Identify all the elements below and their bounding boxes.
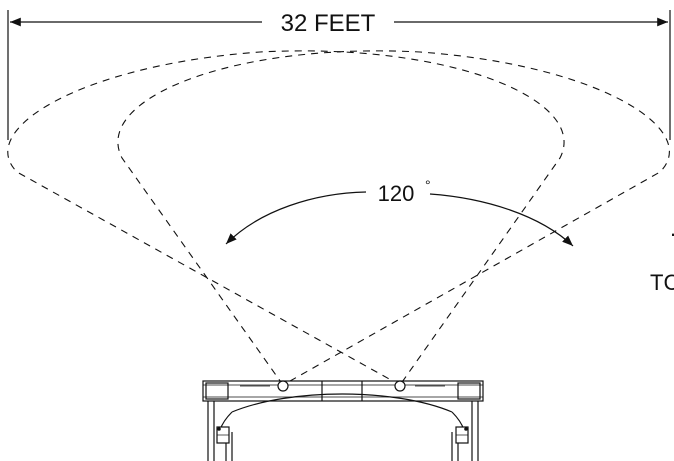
degree-mark: °: [425, 177, 431, 193]
angle-arc-left: [225, 191, 367, 245]
angle-label: 120: [378, 181, 415, 206]
header-endcap-left: [205, 382, 229, 400]
canopy-curve: [231, 393, 453, 413]
width-label: 32 FEET: [281, 10, 376, 37]
angle-arc-right: [429, 193, 574, 247]
header-endcap-right: [457, 382, 481, 400]
angle-indicator: 120 °: [225, 177, 574, 247]
header-bar: [202, 380, 484, 402]
width-dimension: 32 FEET: [7, 10, 671, 140]
coverage-pattern-right: [117, 50, 670, 386]
cut-off-mark: .: [670, 216, 674, 241]
cut-off-label: TC: [650, 270, 674, 295]
sensor-left: [277, 380, 289, 392]
door-header: [202, 380, 484, 461]
coverage-pattern-left: [7, 50, 565, 386]
sensor-right: [394, 380, 406, 392]
